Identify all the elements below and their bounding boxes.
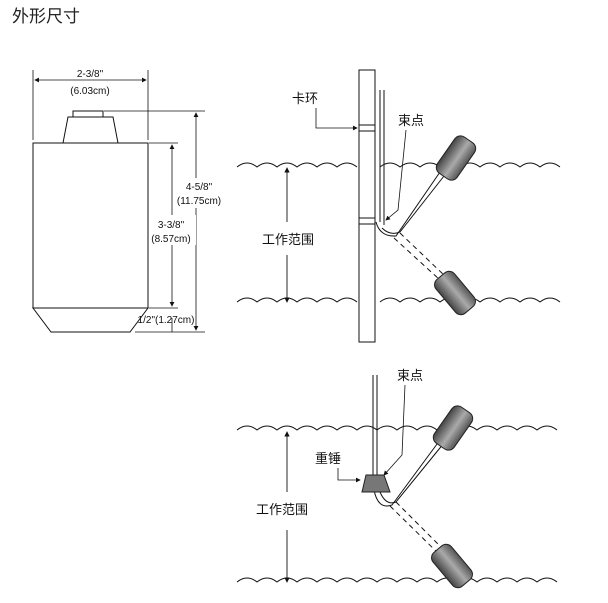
weight-label: 重锤 [315,451,341,467]
tie-point-pointer-bottom [383,384,406,476]
float-upper-bottom [432,405,474,451]
range-label-top: 工作范围 [262,233,314,248]
cable-top [375,90,447,281]
width-in-label: 2-3/8" [77,69,104,80]
total-height-cm-label: (11.75cm) [177,196,221,207]
clip-label: 卡环 [292,92,318,107]
float-lower-bottom [431,543,473,589]
float-upper [435,135,477,181]
body-height-in-label: 3-3/8" [158,220,185,231]
clip-pointer [315,108,358,131]
water-surface-bottom [236,425,558,583]
mounting-pipe [358,69,376,343]
body-height-cm-label: (8.57cm) [151,234,190,245]
weight-pointer [337,468,361,483]
width-dimension [32,70,149,140]
float-outline [32,110,149,333]
range-label-bottom: 工作范围 [256,503,308,518]
cable-bottom [372,375,447,556]
tie-point-label-bottom: 束点 [397,369,423,384]
bottom-height-label: 1/2"(1.27cm) [138,315,195,326]
page-title: 外形尺寸 [12,7,80,27]
total-height-in-label: 4-5/8" [186,182,213,193]
weight [361,474,391,493]
width-cm-label: (6.03cm) [70,86,109,97]
tie-point-label-top: 束点 [398,114,424,129]
float-lower [434,270,476,316]
tie-point-pointer-top [385,129,407,221]
